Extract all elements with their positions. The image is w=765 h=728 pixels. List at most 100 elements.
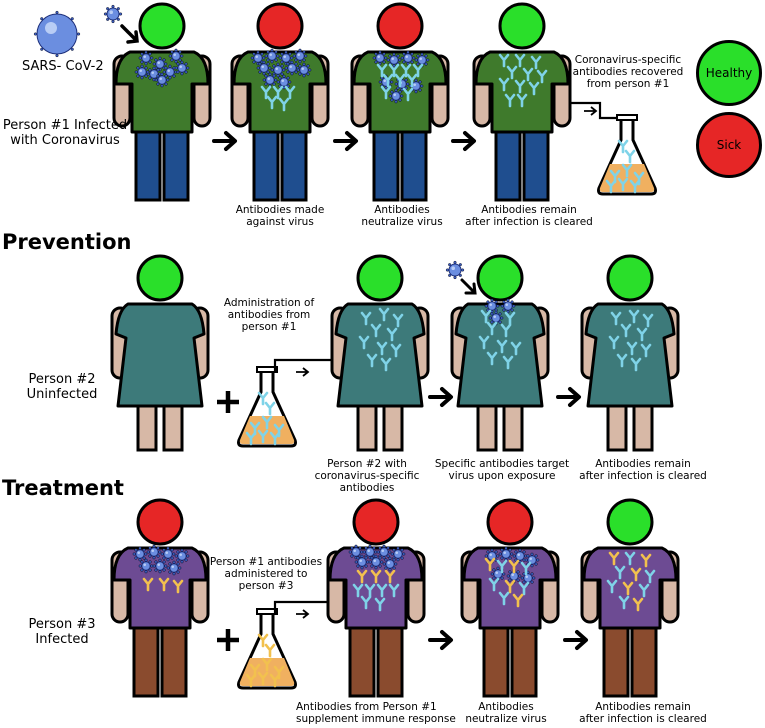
virus-icon — [152, 558, 168, 574]
antibody-icon — [506, 65, 518, 80]
antibody-icon — [406, 73, 418, 88]
antibody-icon — [260, 85, 272, 100]
head — [606, 498, 654, 546]
row2-admin-caption-line3: person #1 — [241, 321, 297, 334]
antibody-icon — [620, 323, 632, 338]
dress — [334, 302, 426, 408]
row3-caption-1-line2: supplement immune response — [296, 713, 456, 726]
head — [486, 498, 534, 546]
row3-admin-caption: Person #1 antibodies administered to per… — [206, 556, 326, 592]
left-leg — [494, 126, 522, 202]
antibody-icon — [142, 577, 154, 592]
virus-icon — [138, 50, 154, 66]
antibody-icon — [376, 341, 388, 356]
antibody-icon — [522, 67, 534, 82]
antibody-icon — [269, 673, 281, 688]
antibody-icon — [636, 327, 648, 342]
flask-icon — [237, 366, 297, 448]
antibody-icon — [621, 163, 633, 178]
antibody-icon — [504, 311, 516, 326]
left-leg — [252, 126, 280, 202]
antibody-icon — [380, 85, 392, 100]
virus-icon — [160, 546, 176, 562]
virus-icon — [382, 556, 398, 572]
person1-stage3 — [350, 2, 450, 202]
antibody-icon — [388, 63, 400, 78]
virus-icon — [270, 62, 286, 78]
virus-icon — [376, 544, 392, 560]
virus-icon — [264, 48, 280, 64]
antibody-icon — [358, 335, 370, 350]
head — [352, 498, 400, 546]
virus-icon — [388, 88, 404, 104]
row3-caption-2-line2: neutralize virus — [465, 713, 547, 726]
virus-icon — [168, 48, 184, 64]
flask-rim — [616, 114, 638, 121]
head — [136, 498, 184, 546]
virus-icon — [284, 60, 300, 76]
antibody-icon — [478, 335, 490, 350]
flask-rim — [256, 608, 278, 615]
row1-flask-caption-line2: antibodies recovered — [572, 66, 684, 79]
antibody-icon — [366, 353, 378, 368]
antibody-icon — [632, 597, 644, 612]
antibody-icon — [488, 577, 500, 592]
virus-icon — [488, 310, 504, 326]
antibody-icon — [610, 311, 622, 326]
antibody-icon — [245, 673, 257, 688]
person3-stage3 — [460, 498, 560, 698]
arrow-icon — [563, 630, 588, 650]
row3-caption-3: Antibodies remain after infection is cle… — [578, 701, 708, 725]
head — [606, 254, 654, 302]
antibody-icon — [530, 55, 542, 70]
right-leg — [510, 622, 538, 698]
right-leg — [162, 126, 190, 202]
row1-person-label-line1: Person #1 Infected — [2, 118, 128, 133]
right-leg — [280, 126, 308, 202]
antibody-icon — [512, 593, 524, 608]
small-arrow-icon — [296, 609, 310, 619]
virus-icon — [256, 60, 272, 76]
antibody-icon — [172, 579, 184, 594]
person3-stage1 — [110, 498, 210, 698]
left-leg — [132, 622, 160, 698]
virus-icon — [174, 548, 190, 564]
antibody-icon — [630, 567, 642, 582]
small-arrow-icon — [584, 106, 598, 116]
antibody-icon — [360, 595, 372, 610]
row1-flask-caption-line3: from person #1 — [586, 78, 670, 91]
virus-icon — [372, 50, 388, 66]
left-leg — [348, 622, 376, 698]
plus-icon — [217, 391, 239, 413]
antibody-icon — [257, 391, 269, 406]
virus-icon — [512, 548, 528, 564]
antibody-icon — [480, 309, 492, 324]
virus-icon — [166, 560, 182, 576]
row2-caption-1-line2: coronavirus-specific — [314, 470, 420, 483]
flask-rim — [256, 366, 278, 373]
virus-icon — [162, 64, 178, 80]
shirt — [112, 546, 208, 630]
virus-icon — [348, 544, 364, 560]
row1-person-label-line2: with Coronavirus — [10, 132, 120, 148]
dress — [584, 302, 676, 408]
virus-icon — [400, 50, 416, 66]
person1-stage4 — [472, 2, 572, 202]
antibody-icon — [640, 343, 652, 358]
virus-icon — [484, 298, 500, 314]
person2-stage1 — [110, 254, 210, 452]
row1-caption-2-line1: Antibodies — [374, 204, 430, 216]
row2-caption-1-line1: Person #2 with — [327, 458, 407, 470]
antibody-icon — [158, 577, 170, 592]
right-leg — [632, 400, 654, 452]
flask-icon — [237, 608, 297, 690]
antibody-icon — [617, 139, 629, 154]
exposure-arrow-icon — [460, 278, 477, 295]
exposure-arrow-icon — [120, 24, 139, 44]
antibody-icon — [370, 569, 382, 584]
legend-sick-label: Sick — [716, 138, 742, 152]
virus-icon — [138, 558, 154, 574]
antibody-icon — [504, 93, 516, 108]
antibody-icon — [284, 85, 296, 100]
person3-stage4 — [580, 498, 680, 698]
